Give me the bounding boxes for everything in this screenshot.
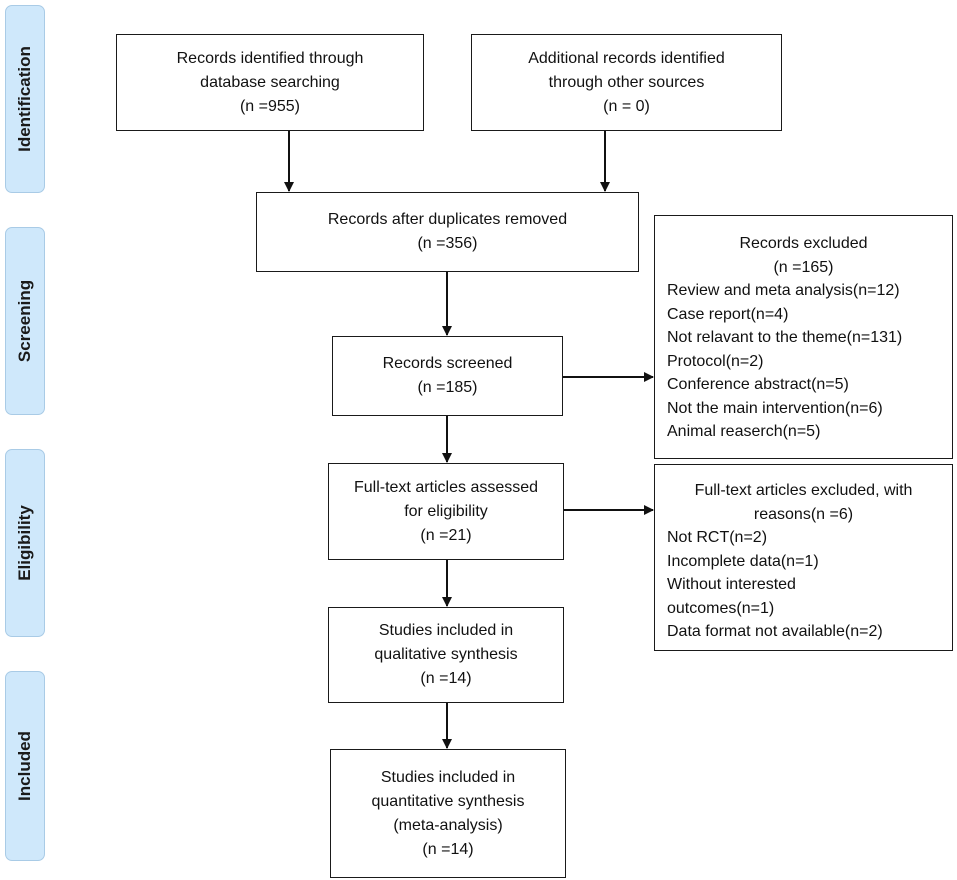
exclusion-reason: Not RCT(n=2) [667,529,768,546]
box-line: quantitative synthesis [371,792,525,810]
box-line: through other sources [548,73,705,91]
box-line: (n =21) [420,526,472,544]
box-database-search: Records identified through database sear… [116,34,424,131]
box-line: Records identified through [176,49,364,67]
box-line: (meta-analysis) [393,816,503,834]
fulltext-excluded-count: reasons(n =6) [753,505,854,523]
box-line: Studies included in [380,768,516,786]
box-line: (n =185) [417,379,478,396]
box-qualitative-synthesis: Studies included in qualitative synthesi… [328,607,564,703]
box-line: Records after duplicates removed [327,211,568,228]
phase-eligibility-label: Eligibility [15,505,34,581]
exclusion-reason: Conference abstract(n=5) [667,376,849,393]
box-line: Records screened [382,355,513,372]
box-fulltext-assessed: Full-text articles assessed for eligibil… [328,463,564,560]
exclusion-reason: Data format not available(n=2) [667,623,883,640]
box-line: (n = 0) [603,97,650,115]
phase-eligibility: Eligibility [5,449,45,637]
exclusion-reason: Case report(n=4) [667,305,789,323]
box-records-screened: Records screened (n =185) [332,336,563,416]
box-line: (n =955) [239,97,301,115]
box-records-excluded: Records excluded (n =165) Review and met… [654,215,953,459]
phase-included-label: Included [15,731,34,801]
exclusion-reason: Review and meta analysis(n=12) [667,282,900,299]
exclusion-reason: Not relavant to the theme(n=131) [667,329,903,346]
box-quantitative-synthesis: Studies included in quantitative synthes… [330,749,566,878]
box-other-sources: Additional records identified through ot… [471,34,782,131]
box-line: (n =356) [417,235,478,252]
box-duplicates-removed: Records after duplicates removed (n =356… [256,192,639,272]
exclusion-reason: Animal reaserch(n=5) [667,423,821,440]
box-line: (n =14) [420,670,472,687]
exclusion-reason: Not the main intervention(n=6) [667,399,883,417]
records-excluded-title: Records excluded [739,235,868,252]
box-line: database searching [200,73,340,91]
box-line: for eligibility [404,502,488,520]
fulltext-excluded-title: Full-text articles excluded, with [694,482,913,499]
box-line: (n =14) [422,840,474,858]
phase-included: Included [5,671,45,861]
phase-screening: Screening [5,227,45,415]
phase-identification-label: Identification [15,46,34,152]
phase-screening-label: Screening [15,279,34,363]
box-line: qualitative synthesis [374,646,518,663]
box-line: Additional records identified [528,49,725,67]
box-fulltext-excluded: Full-text articles excluded, with reason… [654,464,953,651]
phase-identification: Identification [5,5,45,193]
exclusion-reason: Protocol(n=2) [667,352,764,370]
records-excluded-count: (n =165) [773,258,834,276]
exclusion-reason: outcomes(n=1) [667,599,775,617]
box-line: Full-text articles assessed [353,478,539,496]
exclusion-reason: Incomplete data(n=1) [667,552,819,570]
exclusion-reason: Without interested [667,576,796,593]
box-line: Studies included in [378,622,514,639]
